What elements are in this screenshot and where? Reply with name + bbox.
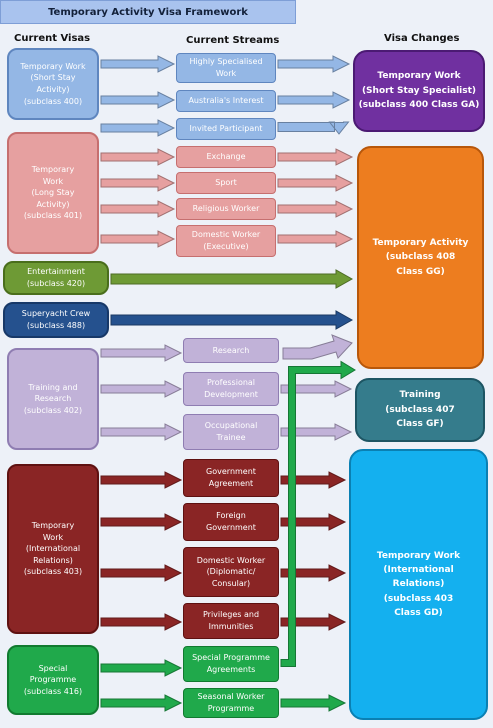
- visa-subclass-401: Temporary Work (Long Stay Activity) (sub…: [7, 132, 99, 254]
- stream-seasonal-worker-programme: Seasonal Worker Programme: [183, 688, 279, 718]
- heading-current-streams: Current Streams: [186, 35, 280, 46]
- arrow-stream-4-to-gg: [277, 230, 354, 248]
- arrow-403-to-stream-3: [100, 564, 183, 582]
- arrow-401-to-stream-2: [100, 174, 176, 192]
- arrow-hss-to-ga: [277, 55, 351, 73]
- stream-domestic-worker-diplomatic: Domestic Worker (Diplomatic/ Consular): [183, 547, 279, 597]
- arrow-research-to-gg: [282, 334, 353, 360]
- arrow-420-to-gg: [110, 269, 354, 289]
- new-visa-subclass-408-gg: Temporary Activity (subclass 408 Class G…: [357, 146, 484, 369]
- diagram-title: Temporary Activity Visa Framework: [0, 0, 296, 24]
- stream-research: Research: [183, 338, 279, 363]
- new-visa-subclass-407-gf: Training (subclass 407 Class GF): [355, 378, 485, 442]
- arrow-488-to-gg: [110, 310, 354, 330]
- arrow-416-to-swp: [100, 694, 183, 712]
- arrow-416-to-spa: [100, 659, 183, 677]
- stream-foreign-government: Foreign Government: [183, 503, 279, 541]
- arrow-swp-to-gd: [280, 694, 347, 712]
- arrow-402-to-stream-3: [100, 423, 183, 441]
- visa-subclass-400: Temporary Work (Short Stay Activity) (su…: [7, 48, 99, 120]
- visa-subclass-402: Training and Research (subclass 402): [7, 348, 99, 450]
- stream-special-programme-agreements: Special Programme Agreements: [183, 646, 279, 682]
- stream-professional-development: Professional Development: [183, 372, 279, 406]
- arrow-402-to-stream-2: [100, 380, 183, 398]
- stream-government-agreement: Government Agreement: [183, 459, 279, 497]
- stream-sport: Sport: [176, 172, 276, 194]
- arrow-403-to-stream-4: [100, 613, 183, 631]
- stream-exchange: Exchange: [176, 146, 276, 168]
- visa-subclass-416: Special Programme (subclass 416): [7, 645, 99, 715]
- stream-highly-specialised-work: Highly Specialised Work: [176, 53, 276, 83]
- arrow-401-to-stream-1: [100, 148, 176, 166]
- stream-domestic-worker-executive: Domestic Worker (Executive): [176, 225, 276, 257]
- stream-privileges-immunities: Privileges and Immunities: [183, 603, 279, 639]
- arrow-400-to-hss: [100, 55, 176, 73]
- arrow-ip-to-ga: [277, 121, 350, 135]
- visa-subclass-403: Temporary Work (International Relations)…: [7, 464, 99, 634]
- stream-australias-interest: Australia's Interest: [176, 90, 276, 112]
- arrow-402-to-stream-1: [100, 344, 183, 362]
- arrow-403-to-stream-1: [100, 471, 183, 489]
- arrow-403-to-stream-2: [100, 513, 183, 531]
- arrow-stream-1-to-gg: [277, 148, 354, 166]
- heading-current-visas: Current Visas: [14, 33, 91, 44]
- arrow-401-to-stream-4: [100, 230, 176, 248]
- stream-occupational-trainee: Occupational Trainee: [183, 414, 279, 450]
- arrow-401-to-stream-3: [100, 200, 176, 218]
- arrow-spa-to-gg: [280, 360, 356, 667]
- arrow-ai-to-ga: [277, 91, 351, 109]
- visa-subclass-488: Superyacht Crew (subclass 488): [3, 302, 109, 338]
- new-visa-subclass-400-ga: Temporary Work (Short Stay Specialist) (…: [353, 50, 485, 132]
- arrow-400-to-ai: [100, 91, 176, 109]
- stream-invited-participant: Invited Participant: [176, 118, 276, 140]
- new-visa-subclass-403-gd: Temporary Work (International Relations)…: [349, 449, 488, 720]
- arrow-stream-3-to-gg: [277, 200, 354, 218]
- heading-visa-changes: Visa Changes: [384, 33, 460, 44]
- stream-religious-worker: Religious Worker: [176, 198, 276, 220]
- visa-subclass-420: Entertainment (subclass 420): [3, 261, 109, 295]
- arrow-stream-2-to-gg: [277, 174, 354, 192]
- arrow-400-to-ip: [100, 119, 176, 137]
